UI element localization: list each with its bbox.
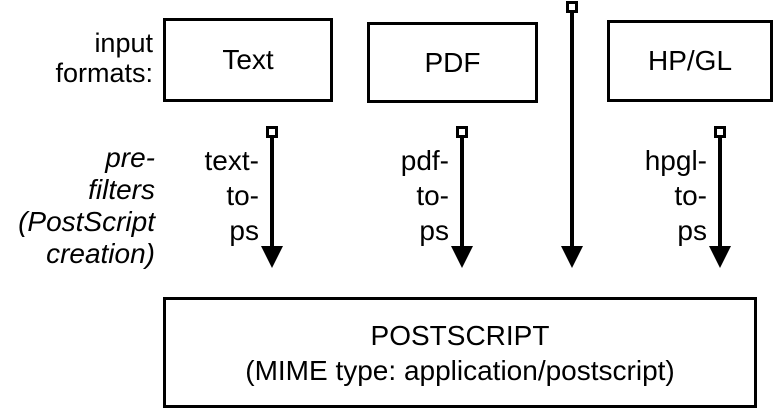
filter-label-texttops-line1: text-	[204, 145, 259, 176]
filter-label-hpgltops-line2: to-	[674, 180, 707, 211]
arrow-pdf-to-postscript	[451, 126, 473, 268]
arrow-shaft	[270, 138, 274, 246]
filter-label-pdftops: pdf- to- ps	[401, 143, 449, 248]
arrow-shaft	[718, 138, 722, 246]
filter-label-pdftops-line2: to-	[416, 180, 449, 211]
postscript-output-title: POSTSCRIPT	[370, 319, 550, 351]
arrow-postscript-passthrough	[561, 1, 583, 268]
format-box-hpgl: HP/GL	[607, 20, 773, 102]
arrowhead-icon	[261, 246, 283, 268]
arrowhead-icon	[451, 246, 473, 268]
prefilters-caption-line3: (PostScript	[18, 206, 155, 237]
arrow-shaft	[570, 13, 574, 246]
filter-label-hpgltops-line1: hpgl-	[644, 145, 707, 176]
filter-label-texttops-line3: ps	[229, 215, 259, 246]
filter-label-pdftops-line1: pdf-	[400, 145, 449, 176]
filter-label-texttops: text- to- ps	[205, 143, 259, 248]
postscript-output-box: POSTSCRIPT (MIME type: application/posts…	[163, 297, 757, 408]
format-box-text-label: Text	[222, 44, 274, 75]
input-formats-caption-line2: formats:	[55, 58, 153, 88]
format-box-text: Text	[163, 18, 333, 102]
connector-square-icon	[266, 126, 278, 138]
filter-label-hpgltops-line3: ps	[677, 215, 707, 246]
input-formats-caption-line1: input	[94, 28, 153, 58]
postscript-output-mime-type: (MIME type: application/postscript)	[245, 354, 675, 386]
connector-square-icon	[714, 126, 726, 138]
connector-square-icon	[456, 126, 468, 138]
connector-square-icon	[566, 1, 578, 13]
filter-label-texttops-line2: to-	[226, 180, 259, 211]
filter-label-pdftops-line3: ps	[419, 215, 449, 246]
arrow-hpgl-to-postscript	[709, 126, 731, 268]
format-box-pdf-label: PDF	[424, 46, 481, 78]
prefilters-caption: pre- filters (PostScript creation)	[18, 142, 155, 270]
arrowhead-icon	[709, 246, 731, 268]
prefilters-caption-line4: creation)	[46, 238, 155, 269]
format-box-pdf: PDF	[367, 22, 538, 103]
prefilters-caption-line1: pre-	[105, 142, 155, 173]
filter-label-hpgltops: hpgl- to- ps	[645, 143, 707, 248]
arrow-shaft	[460, 138, 464, 246]
input-formats-caption: input formats:	[55, 28, 153, 88]
arrow-text-to-postscript	[261, 126, 283, 268]
prefilters-caption-line2: filters	[88, 174, 155, 205]
format-box-hpgl-label: HP/GL	[647, 45, 733, 76]
arrowhead-icon	[561, 246, 583, 268]
